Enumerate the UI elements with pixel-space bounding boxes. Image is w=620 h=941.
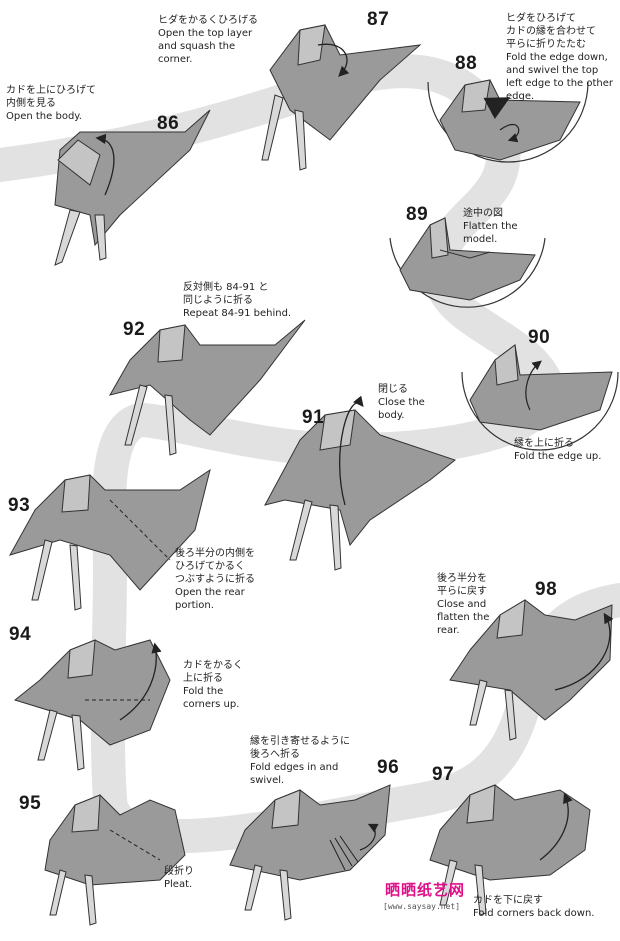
step-86-number: 86 xyxy=(157,113,180,134)
step-90-caption: 縁を上に折る Fold the edge up. xyxy=(514,437,601,463)
step-91-model xyxy=(264,395,457,571)
step-95-model xyxy=(44,794,186,926)
step-93-jp-line-3: つぶすように折る xyxy=(175,574,255,585)
step-87-jp-line-1: ヒダをかるくひろげる xyxy=(158,15,258,26)
step-91-caption: 閉じる Close the body. xyxy=(378,383,425,422)
step-92-number: 92 xyxy=(123,319,146,340)
step-88-en-line-3: left edge to the other xyxy=(506,78,614,89)
step-93-en-line-1: Open the rear xyxy=(175,587,245,598)
step-88-jp-line-1: ヒダをひろげて xyxy=(506,13,576,24)
step-87-model xyxy=(261,24,422,171)
step-86-jp-line-2: 内側を見る xyxy=(6,98,56,109)
step-92-jp-line-1: 反対側も 84-91 と xyxy=(183,282,269,293)
step-88-en-line-1: Fold the edge down, xyxy=(506,52,608,63)
step-90-en-line-1: Fold the edge up. xyxy=(514,451,602,462)
step-88-en-line-2: and swivel the top xyxy=(506,65,599,76)
step-97-caption: カドを下に戻す Fold corners back down. xyxy=(473,894,594,920)
step-94-en-line-2: corners up. xyxy=(183,699,240,710)
step-89-number: 89 xyxy=(406,204,429,225)
step-90-magnify-circle xyxy=(461,371,619,451)
step-88-jp-line-3: 平らに折りたたむ xyxy=(506,39,586,50)
step-88-en-line-4: edge. xyxy=(506,91,535,102)
step-97-model xyxy=(429,784,591,916)
step-97-number: 97 xyxy=(432,764,455,785)
step-89-caption: 途中の図 Flatten the model. xyxy=(463,207,518,246)
step-98-caption: 後ろ半分を 平らに戻す Close and flatten the rear. xyxy=(437,572,489,637)
step-94-model xyxy=(13,639,171,771)
step-87-caption: ヒダをかるくひろげる Open the top layer and squash… xyxy=(158,14,258,66)
step-87-en-line-2: and squash the xyxy=(158,41,236,52)
step-98-jp-line-1: 後ろ半分を xyxy=(437,573,487,584)
watermark-url: [www.saysay.net] xyxy=(383,902,461,911)
step-96-model xyxy=(229,784,391,921)
step-88-model xyxy=(439,79,581,161)
step-98-en-line-2: flatten the xyxy=(437,612,490,623)
step-95-en-line-1: Pleat. xyxy=(164,879,193,890)
step-92-jp-line-2: 同じように折る xyxy=(183,295,253,306)
step-86-model xyxy=(54,109,211,266)
step-90-model xyxy=(469,344,613,431)
step-91-en-line-1: Close the xyxy=(378,397,425,408)
step-96-caption: 縁を引き寄せるように 後ろへ折る Fold edges in and swive… xyxy=(250,735,350,787)
step-94-jp-line-2: 上に折る xyxy=(183,673,223,684)
step-94-number: 94 xyxy=(9,624,32,645)
step-98-model xyxy=(449,599,614,741)
step-96-jp-line-2: 後ろへ折る xyxy=(250,749,300,760)
step-93-jp-line-2: ひろげてかるく xyxy=(175,561,245,572)
step-92-caption: 反対側も 84-91 と 同じように折る Repeat 84-91 behind… xyxy=(183,281,291,320)
step-94-caption: カドをかるく 上に折る Fold the corners up. xyxy=(183,659,243,711)
step-89-en-line-2: model. xyxy=(463,234,498,245)
step-91-jp-line-1: 閉じる xyxy=(378,384,408,395)
step-93-number: 93 xyxy=(8,495,31,516)
step-97-en-line-1: Fold corners back down. xyxy=(473,908,595,919)
step-89-en-line-1: Flatten the xyxy=(463,221,518,232)
step-96-en-line-1: Fold edges in and xyxy=(250,762,339,773)
step-98-en-line-3: rear. xyxy=(437,625,460,636)
step-88-caption: ヒダをひろげて カドの縁を合わせて 平らに折りたたむ Fold the edge… xyxy=(506,12,613,103)
step-88-jp-line-2: カドの縁を合わせて xyxy=(506,26,596,37)
step-90-number: 90 xyxy=(528,327,551,348)
step-98-en-line-1: Close and xyxy=(437,599,487,610)
step-95-number: 95 xyxy=(19,793,42,814)
step-93-caption: 後ろ半分の内側を ひろげてかるく つぶすように折る Open the rear … xyxy=(175,547,255,612)
step-96-en-line-2: swivel. xyxy=(250,775,285,786)
step-87-number: 87 xyxy=(367,9,390,30)
step-89-model xyxy=(399,217,536,301)
step-93-model xyxy=(8,468,211,611)
step-91-en-line-2: body. xyxy=(378,410,405,421)
step-95-caption: 段折り Pleat. xyxy=(164,865,194,891)
step-86-jp-line-1: カドを上にひろげて xyxy=(6,85,96,96)
step-87-en-line-1: Open the top layer xyxy=(158,28,253,39)
step-94-jp-line-1: カドをかるく xyxy=(183,660,243,671)
step-95-jp-line-1: 段折り xyxy=(164,866,194,877)
step-97-jp-line-1: カドを下に戻す xyxy=(473,895,543,906)
step-92-en-line-1: Repeat 84-91 behind. xyxy=(183,308,292,319)
step-93-jp-line-1: 後ろ半分の内側を xyxy=(175,548,255,559)
step-94-en-line-1: Fold the xyxy=(183,686,224,697)
step-93-en-line-2: portion. xyxy=(175,600,214,611)
step-88-magnify-circle xyxy=(427,81,589,163)
step-96-number: 96 xyxy=(377,757,400,778)
step-91-number: 91 xyxy=(302,407,325,428)
step-90-jp-line-1: 縁を上に折る xyxy=(514,438,574,449)
step-92-model xyxy=(108,319,306,456)
step-86-en-line-1: Open the body. xyxy=(6,111,82,122)
step-86-caption: カドを上にひろげて 内側を見る Open the body. xyxy=(6,84,96,123)
step-98-jp-line-2: 平らに戻す xyxy=(437,586,487,597)
watermark-site-name: 晒晒纸艺网 xyxy=(385,881,466,899)
step-88-number: 88 xyxy=(455,53,478,74)
step-87-en-line-3: corner. xyxy=(158,54,193,65)
step-96-jp-line-1: 縁を引き寄せるように xyxy=(250,736,350,747)
step-98-number: 98 xyxy=(535,579,558,600)
step-89-jp-line-1: 途中の図 xyxy=(463,208,503,219)
